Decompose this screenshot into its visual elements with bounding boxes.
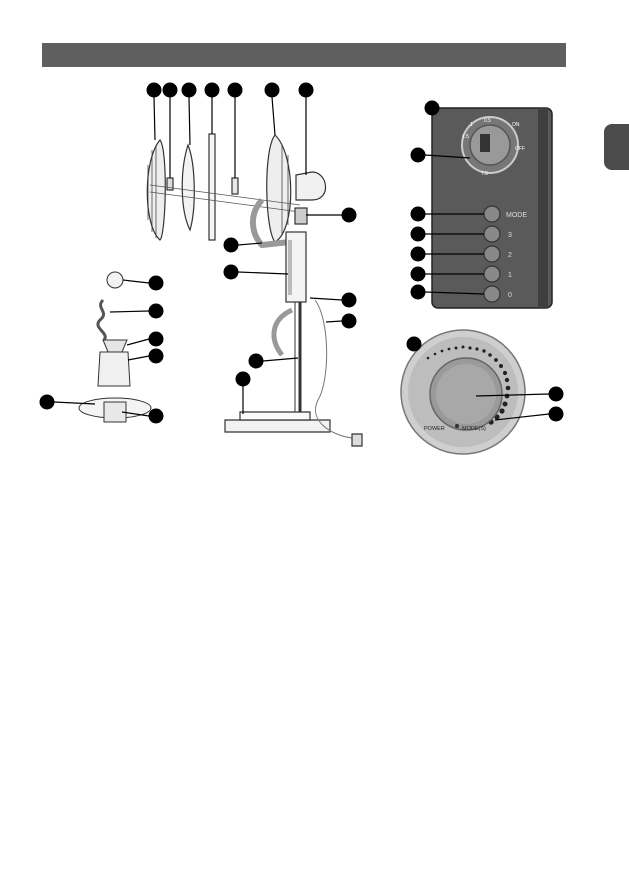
callout-marker — [236, 372, 250, 386]
speed-2-button[interactable] — [484, 246, 500, 262]
callout-marker — [249, 354, 263, 368]
callout-marker — [411, 285, 425, 299]
callout-marker — [149, 409, 163, 423]
timer-label-5: 7.5 — [481, 171, 488, 177]
callout-marker — [411, 247, 425, 261]
callout-marker — [411, 267, 425, 281]
callout-marker — [411, 207, 425, 221]
callout-marker — [549, 387, 563, 401]
callout-marker — [147, 83, 161, 97]
exploded-fan-assembly — [147, 134, 362, 446]
callout-marker — [425, 101, 439, 115]
mode-button-label: MODE — [506, 212, 527, 219]
callout-marker — [149, 276, 163, 290]
callout-marker — [342, 293, 356, 307]
speed-1-label: 1 — [508, 272, 512, 279]
mode-button[interactable] — [484, 206, 500, 222]
callout-marker — [224, 238, 238, 252]
callout-marker — [411, 227, 425, 241]
mode-label: MODE(S) — [462, 426, 486, 432]
callout-marker — [411, 148, 425, 162]
speed-2-label: 2 — [508, 252, 512, 259]
base-assembly-detail — [79, 272, 151, 422]
callout-marker — [342, 208, 356, 222]
timer-label-2: 1.5 — [462, 134, 469, 140]
callout-marker — [205, 83, 219, 97]
callout-marker — [182, 83, 196, 97]
callout-marker — [40, 395, 54, 409]
timer-label-1: 1 — [470, 122, 473, 128]
off-button[interactable] — [484, 286, 500, 302]
off-label: 0 — [508, 292, 512, 299]
callout-marker — [228, 83, 242, 97]
callout-marker — [549, 407, 563, 421]
control-panel: 0.5 1 1.5 ON OFF 7.5 MODE 3 2 1 0 — [432, 108, 552, 308]
callout-marker — [342, 314, 356, 328]
timer-label-0: 0.5 — [484, 118, 491, 124]
speed-3-label: 3 — [508, 232, 512, 239]
timer-label-4: OFF — [515, 146, 525, 152]
speed-1-button[interactable] — [484, 266, 500, 282]
callout-marker — [224, 265, 238, 279]
callout-marker — [149, 349, 163, 363]
speed-3-button[interactable] — [484, 226, 500, 242]
callout-marker — [407, 337, 421, 351]
power-label: POWER — [424, 426, 445, 432]
timer-label-3: ON — [512, 122, 520, 128]
power-indicator-light — [455, 424, 459, 428]
callout-marker — [299, 83, 313, 97]
callout-marker — [163, 83, 177, 97]
callout-marker — [149, 332, 163, 346]
callout-marker — [265, 83, 279, 97]
callout-marker — [149, 304, 163, 318]
